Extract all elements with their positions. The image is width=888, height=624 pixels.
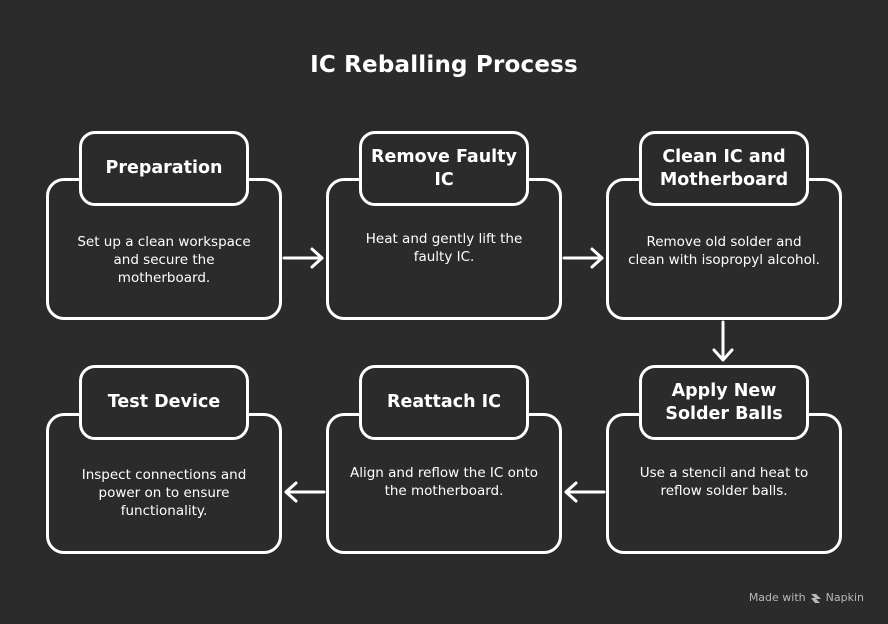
step-description: Heat and gently lift the faulty IC. bbox=[365, 231, 523, 265]
step-description: Align and reflow the IC onto the motherb… bbox=[349, 465, 538, 499]
made-with-napkin-credit: Made with Napkin bbox=[749, 591, 864, 604]
step-description: Inspect connections and power on to ensu… bbox=[81, 467, 247, 519]
arrow-right-icon bbox=[562, 247, 604, 269]
step-title-remove-faulty-ic: Remove Faulty IC bbox=[359, 131, 529, 206]
napkin-brand-label: Napkin bbox=[825, 591, 864, 604]
napkin-logo-icon bbox=[810, 593, 821, 603]
step-title-test-device: Test Device bbox=[79, 365, 249, 440]
arrow-down-icon bbox=[712, 320, 734, 362]
step-title-reattach-ic: Reattach IC bbox=[359, 365, 529, 440]
diagram-title: IC Reballing Process bbox=[310, 52, 578, 78]
step-description: Set up a clean workspace and secure the … bbox=[77, 234, 251, 286]
arrow-right-icon bbox=[282, 247, 324, 269]
arrow-left-icon bbox=[564, 481, 606, 503]
step-title-clean-ic-and-motherboard: Clean IC and Motherboard bbox=[639, 131, 809, 206]
step-description: Remove old solder and clean with isoprop… bbox=[628, 234, 820, 268]
arrow-left-icon bbox=[284, 481, 326, 503]
step-title-preparation: Preparation bbox=[79, 131, 249, 206]
step-title-apply-new-solder-balls: Apply New Solder Balls bbox=[639, 365, 809, 440]
step-description: Use a stencil and heat to reflow solder … bbox=[639, 465, 809, 499]
made-with-label: Made with bbox=[748, 591, 806, 604]
